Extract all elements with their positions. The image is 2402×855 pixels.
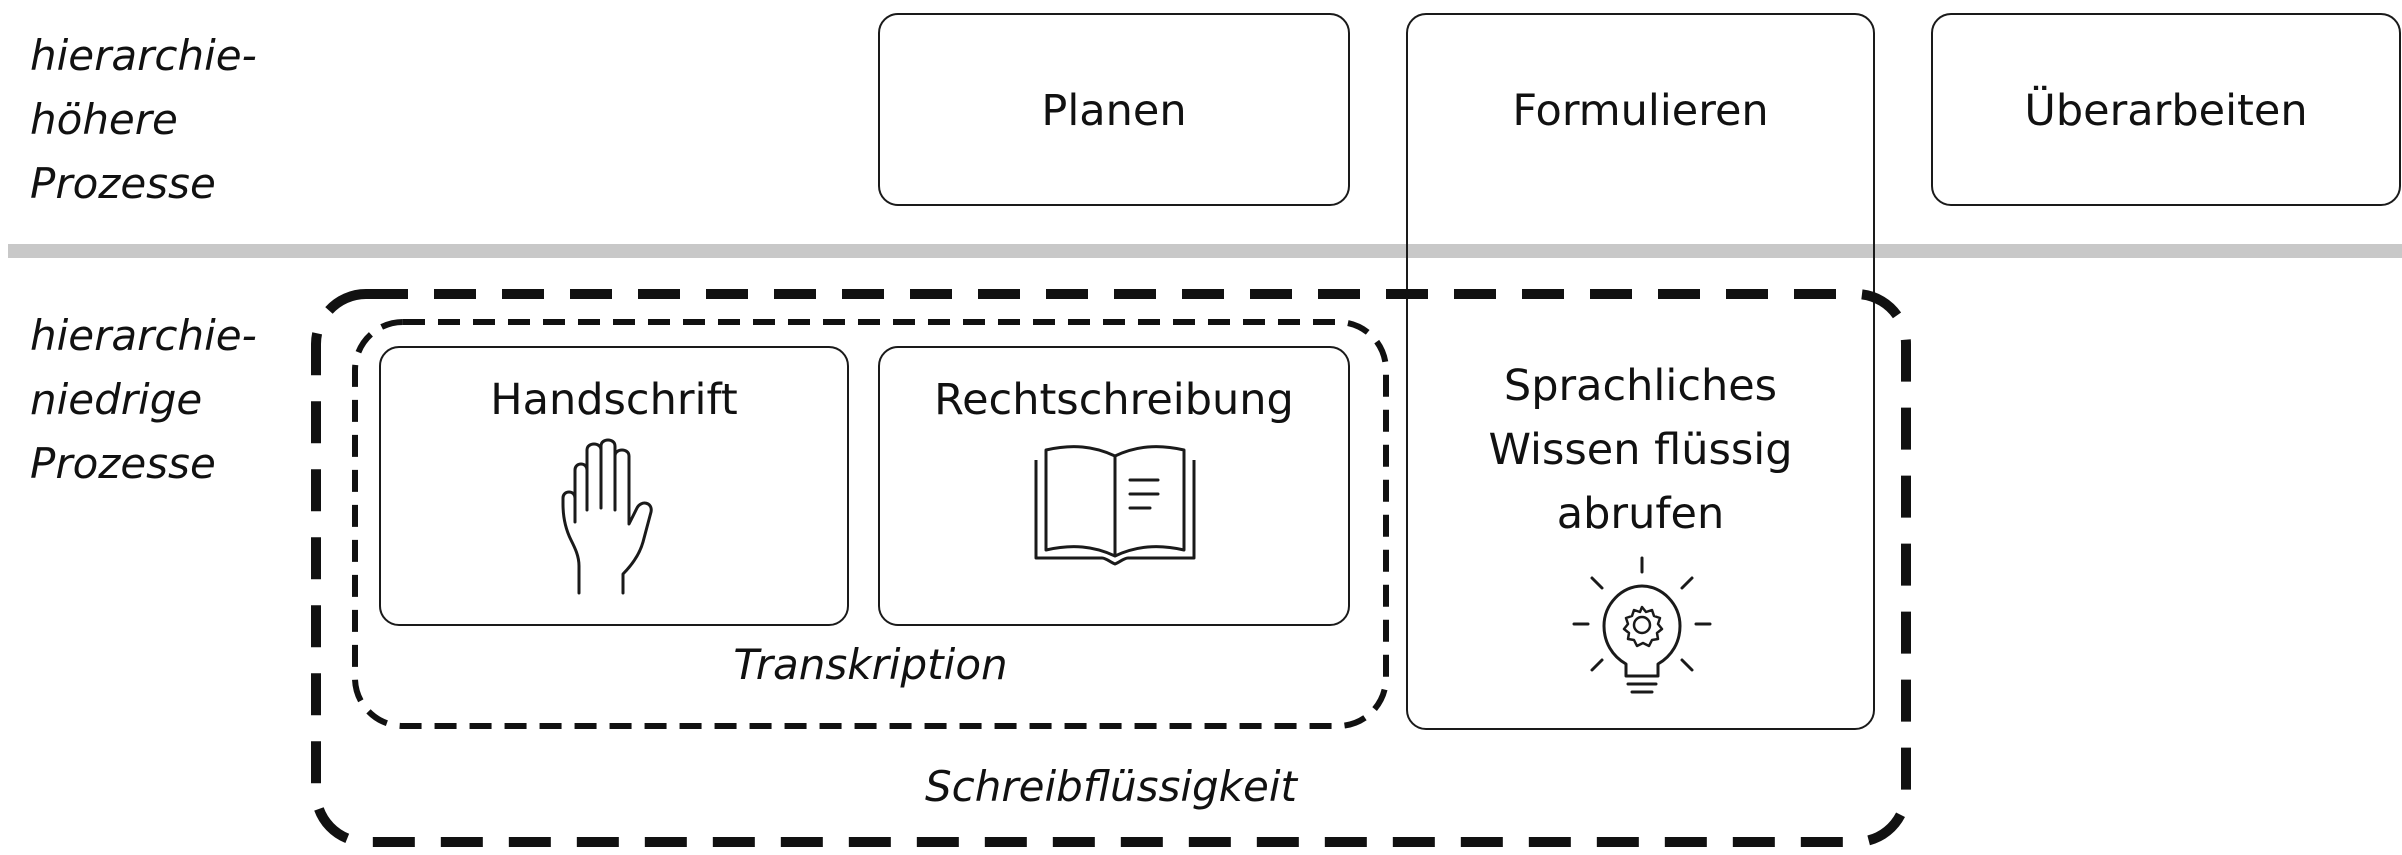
hierarchy-divider: [8, 244, 2402, 258]
planen-label: Planen: [1041, 86, 1187, 136]
book-icon: [1034, 445, 1196, 566]
formulieren-box: Formulieren: [1406, 13, 1875, 730]
handschrift-box: Handschrift: [379, 346, 849, 626]
ueberarbeiten-label: Überarbeiten: [2024, 86, 2308, 136]
lower-processes-label: hierarchie- niedrige Prozesse: [30, 311, 257, 488]
rechtschreibung-label: Rechtschreibung: [934, 375, 1294, 425]
schreibfluessigkeit-caption: Schreibflüssigkeit: [925, 762, 1297, 811]
higher-processes-label: hierarchie- höhere Prozesse: [30, 31, 257, 208]
planen-box: Planen: [878, 13, 1350, 206]
rechtschreibung-box: Rechtschreibung: [878, 346, 1350, 626]
hand-icon: [561, 438, 653, 595]
ueberarbeiten-box: Überarbeiten: [1931, 13, 2401, 206]
lightbulb-gear-icon: [1572, 556, 1712, 694]
wissen-label: Sprachliches Wissen flüssig abrufen: [1488, 361, 1793, 539]
transkription-caption: Transkription: [733, 640, 1008, 689]
handschrift-label: Handschrift: [490, 375, 738, 425]
formulieren-label: Formulieren: [1512, 86, 1769, 136]
